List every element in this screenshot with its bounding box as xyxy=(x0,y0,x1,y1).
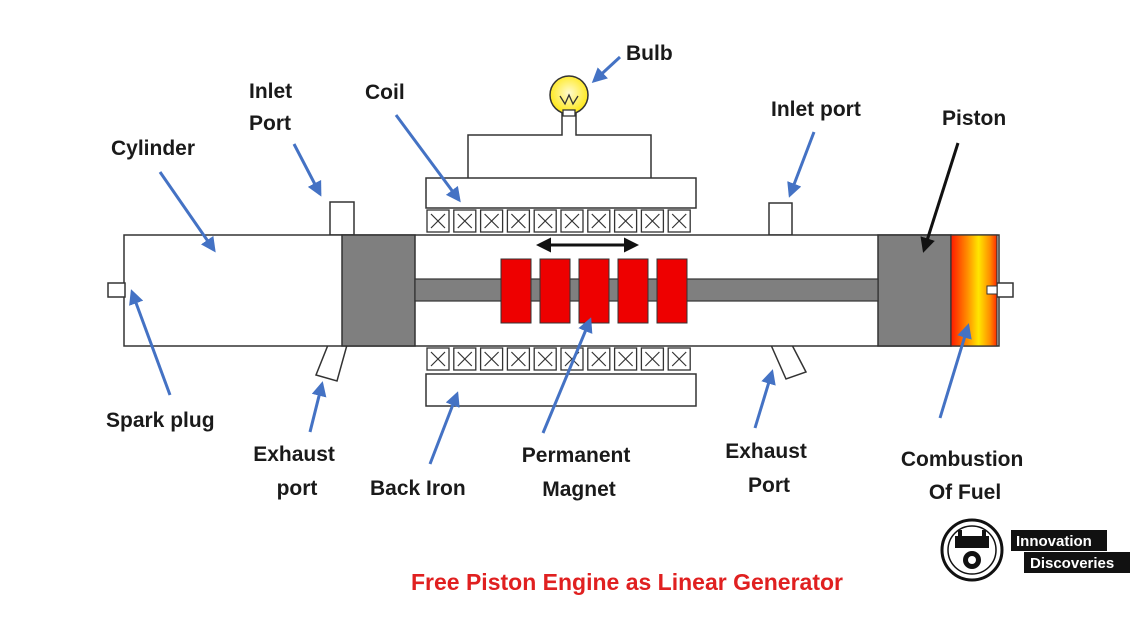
coil-bottom-winding xyxy=(533,347,557,371)
coil-bottom-winding xyxy=(453,347,477,371)
coil-top-winding xyxy=(533,209,557,233)
magnet-block xyxy=(539,258,571,324)
label-bulb: Bulb xyxy=(626,42,673,65)
coil-bottom-row xyxy=(426,347,691,371)
coil-bottom-winding xyxy=(667,347,691,371)
coil-top-row xyxy=(426,209,691,233)
label-piston: Piston xyxy=(942,107,1006,130)
coil-top-winding xyxy=(453,209,477,233)
coil-top-winding xyxy=(640,209,665,233)
arrow-permanent-magnet xyxy=(541,317,593,434)
coil-top-winding xyxy=(667,209,691,233)
label-spark-plug: Spark plug xyxy=(106,409,215,432)
coil-bottom-winding xyxy=(640,347,665,371)
label-inlet-port-left: Inlet Port xyxy=(249,80,298,135)
arrow-exhaust-port-left xyxy=(308,381,327,433)
inlet-port-left xyxy=(329,201,355,236)
label-inlet-port-right: Inlet port xyxy=(771,98,861,121)
innovation-discoveries-logo: Innovation Discoveries xyxy=(940,518,1130,582)
label-back-iron: Back Iron xyxy=(370,477,466,500)
magnet-block xyxy=(500,258,532,324)
arrow-bulb xyxy=(591,55,622,84)
logo-emblem-icon xyxy=(940,518,1004,582)
piston-left xyxy=(341,234,416,347)
label-permanent-magnet: Permanent Magnet xyxy=(522,444,636,501)
arrow-coil xyxy=(394,114,461,203)
bulb-icon xyxy=(549,75,589,117)
coil-bottom-winding xyxy=(479,347,504,371)
arrow-back-iron xyxy=(428,391,460,465)
magnet-block xyxy=(578,258,610,324)
inlet-port-right xyxy=(768,202,793,236)
exhaust-port-left xyxy=(314,344,348,382)
arrow-combustion xyxy=(938,323,972,419)
coil-bottom-winding xyxy=(426,347,450,371)
coil-top-winding xyxy=(479,209,504,233)
coil-top-winding xyxy=(613,209,638,233)
label-exhaust-port-left: Exhaust port xyxy=(253,443,341,500)
coil-bottom-winding xyxy=(587,347,611,371)
bulb-circuit-wire xyxy=(467,111,652,178)
exhaust-port-right xyxy=(769,344,808,380)
arrow-piston xyxy=(920,142,960,253)
arrow-inlet-port-left xyxy=(292,143,322,197)
spark-plug-left xyxy=(107,282,126,298)
arrow-inlet-port-right xyxy=(787,131,816,198)
coil-bottom-winding xyxy=(506,347,531,371)
label-cylinder: Cylinder xyxy=(111,137,195,160)
coil-top-winding xyxy=(560,209,584,233)
logo-line2: Discoveries xyxy=(1030,555,1114,572)
arrow-spark-plug xyxy=(129,289,172,396)
permanent-magnets xyxy=(500,258,688,324)
coil-top-winding xyxy=(506,209,531,233)
arrow-exhaust-port-right xyxy=(753,369,776,429)
label-combustion: Combustion Of Fuel xyxy=(901,448,1029,504)
coil-bottom-winding xyxy=(613,347,638,371)
coil-top-winding xyxy=(426,209,450,233)
back-iron-top xyxy=(425,177,697,209)
magnet-block xyxy=(617,258,649,324)
logo-line1: Innovation xyxy=(1016,533,1092,550)
spark-plug-right xyxy=(996,282,1014,298)
diagram-title: Free Piston Engine as Linear Generator xyxy=(411,569,843,595)
label-coil: Coil xyxy=(365,81,405,104)
coil-top-winding xyxy=(587,209,611,233)
piston-right xyxy=(877,234,952,347)
label-exhaust-port-right: Exhaust Port xyxy=(725,440,813,497)
arrow-cylinder xyxy=(158,171,216,253)
magnet-block xyxy=(656,258,688,324)
